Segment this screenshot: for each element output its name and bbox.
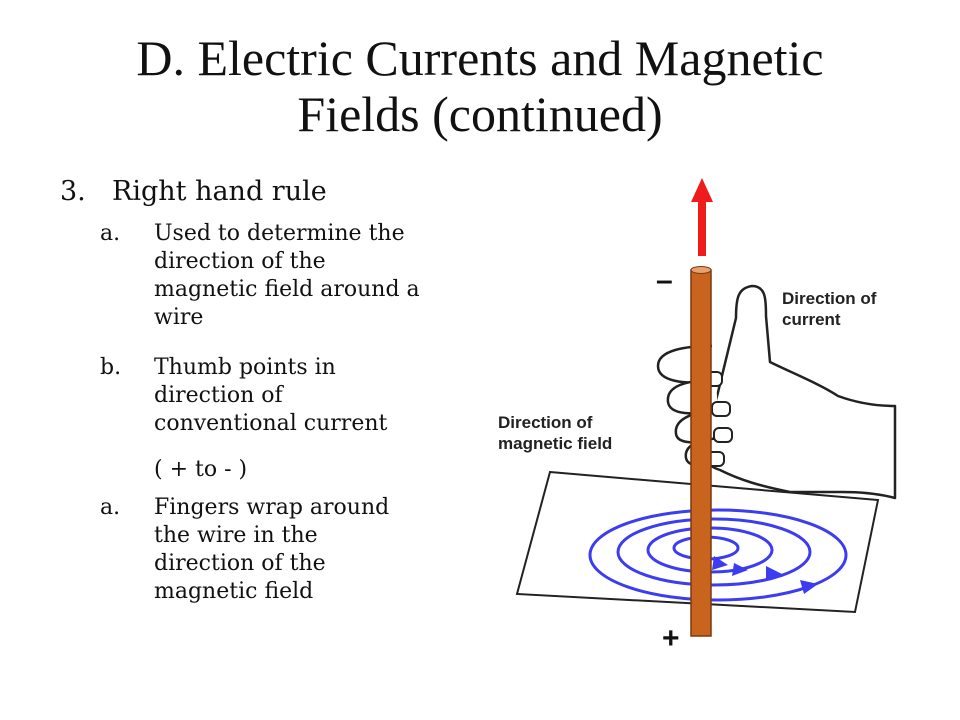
field-arrow-icon (766, 566, 782, 581)
sub-point-b-line: direction of (154, 383, 283, 408)
current-label-line-1: Direction of (782, 289, 877, 308)
slide-content: 3. Right hand rule a. Used to determine … (60, 176, 484, 606)
sub-point-b-line: conventional current (154, 411, 388, 436)
field-arrow-icon (800, 580, 818, 594)
field-label-line-1: Direction of (498, 413, 593, 432)
sub-point-c-line: Fingers wrap around (154, 495, 390, 520)
sub-point-a-line: magnetic field around a (154, 277, 420, 302)
sub-point-b-text: Thumb points in direction of conventiona… (154, 354, 484, 438)
sub-point-a-line: wire (154, 305, 204, 330)
sub-point-c-marker: a. (100, 495, 121, 520)
point-3-text: Right hand rule (112, 176, 327, 207)
wire-top (690, 266, 712, 274)
sub-point-a-line: direction of the (154, 249, 326, 274)
sub-point-b-note: ( + to - ) (154, 457, 248, 482)
current-arrow-icon (691, 178, 713, 256)
sub-point-a-text: Used to determine the direction of the m… (154, 220, 484, 332)
sub-point-c-line: magnetic field (154, 579, 314, 604)
sub-point-a-line: Used to determine the (154, 221, 405, 246)
sub-point-a-marker: a. (100, 221, 121, 246)
title-line-1: D. Electric Currents and Magnetic (136, 30, 824, 86)
plus-sign: + (662, 622, 680, 655)
field-line-4 (588, 508, 848, 602)
field-arrow-icon (732, 563, 748, 576)
sub-point-c-text: Fingers wrap around the wire in the dire… (154, 494, 484, 606)
sub-point-b-line: Thumb points in (154, 355, 336, 380)
title-line-2: Fields (continued) (297, 86, 663, 142)
field-label-line-2: magnetic field (498, 434, 612, 453)
point-3-marker: 3. (60, 176, 86, 207)
field-arrow-icon (712, 556, 728, 570)
slide-title: D. Electric Currents and Magnetic Fields… (40, 30, 920, 142)
current-label-line-2: current (782, 310, 841, 329)
field-arrows (712, 556, 818, 594)
field-line-3 (616, 517, 812, 587)
wire (690, 269, 712, 637)
right-hand-rule-diagram: – + Direction of current Direction of ma… (498, 178, 897, 655)
sub-point-b-marker: b. (100, 355, 122, 380)
sub-point-c-line: direction of the (154, 551, 326, 576)
minus-sign: – (656, 264, 673, 297)
sub-point-c-line: the wire in the (154, 523, 318, 548)
